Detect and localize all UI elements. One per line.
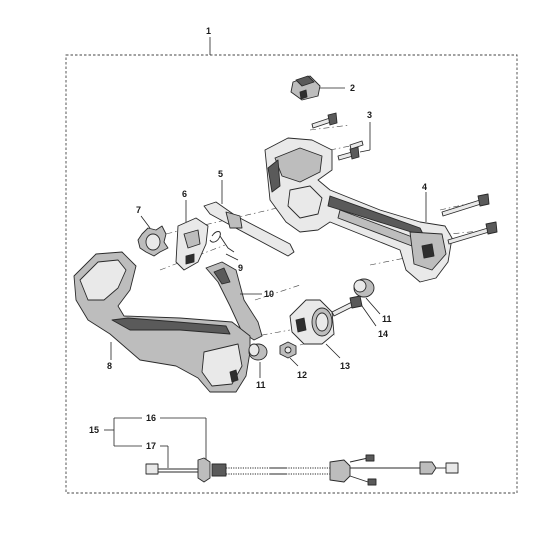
callout-8: 8 <box>107 361 112 371</box>
part-4-handle-frame <box>264 137 453 283</box>
leader-3b <box>359 149 371 153</box>
part-12-nut <box>279 341 297 359</box>
callout-17: 17 <box>146 441 156 451</box>
part-16-17-wire-harness <box>145 454 459 486</box>
callout-10: 10 <box>264 289 274 299</box>
callout-2: 2 <box>350 83 355 93</box>
leader-12 <box>289 357 299 367</box>
callout-7: 7 <box>136 205 141 215</box>
part-6-bracket <box>175 217 209 271</box>
assembly-frame <box>65 54 518 494</box>
part-11-buffer-lower <box>248 343 268 361</box>
part-14-bolt <box>331 295 363 317</box>
callout-9: 9 <box>238 263 243 273</box>
leader-9 <box>225 253 239 261</box>
part-11-buffer-upper <box>353 278 375 298</box>
part-9-spring <box>209 231 235 253</box>
leader-7 <box>140 215 151 229</box>
callout-12: 12 <box>297 370 307 380</box>
callout-15: 15 <box>89 425 99 435</box>
callout-3: 3 <box>367 110 372 120</box>
callout-5: 5 <box>218 169 223 179</box>
callout-11-lower: 11 <box>256 380 266 390</box>
callout-14: 14 <box>378 329 388 339</box>
part-13-clamp <box>289 299 335 345</box>
part-8-rear-handle <box>73 251 251 393</box>
callout-13: 13 <box>340 361 350 371</box>
part-2-switch <box>290 75 321 101</box>
part-5-throttle-lever <box>203 201 295 257</box>
part-7-ring <box>137 225 169 257</box>
callout-6: 6 <box>182 189 187 199</box>
callout-4: 4 <box>422 182 427 192</box>
frame-screws-right <box>441 193 498 245</box>
leader-13 <box>325 343 341 359</box>
callout-16: 16 <box>146 413 156 423</box>
callout-11-upper: 11 <box>382 314 392 324</box>
callout-1: 1 <box>206 26 211 36</box>
part-10-lock-lever <box>205 261 263 341</box>
leader-14 <box>361 305 377 327</box>
part-3-screws <box>311 112 364 161</box>
leader-11-upper <box>365 297 381 315</box>
bracket-15 <box>104 417 142 447</box>
